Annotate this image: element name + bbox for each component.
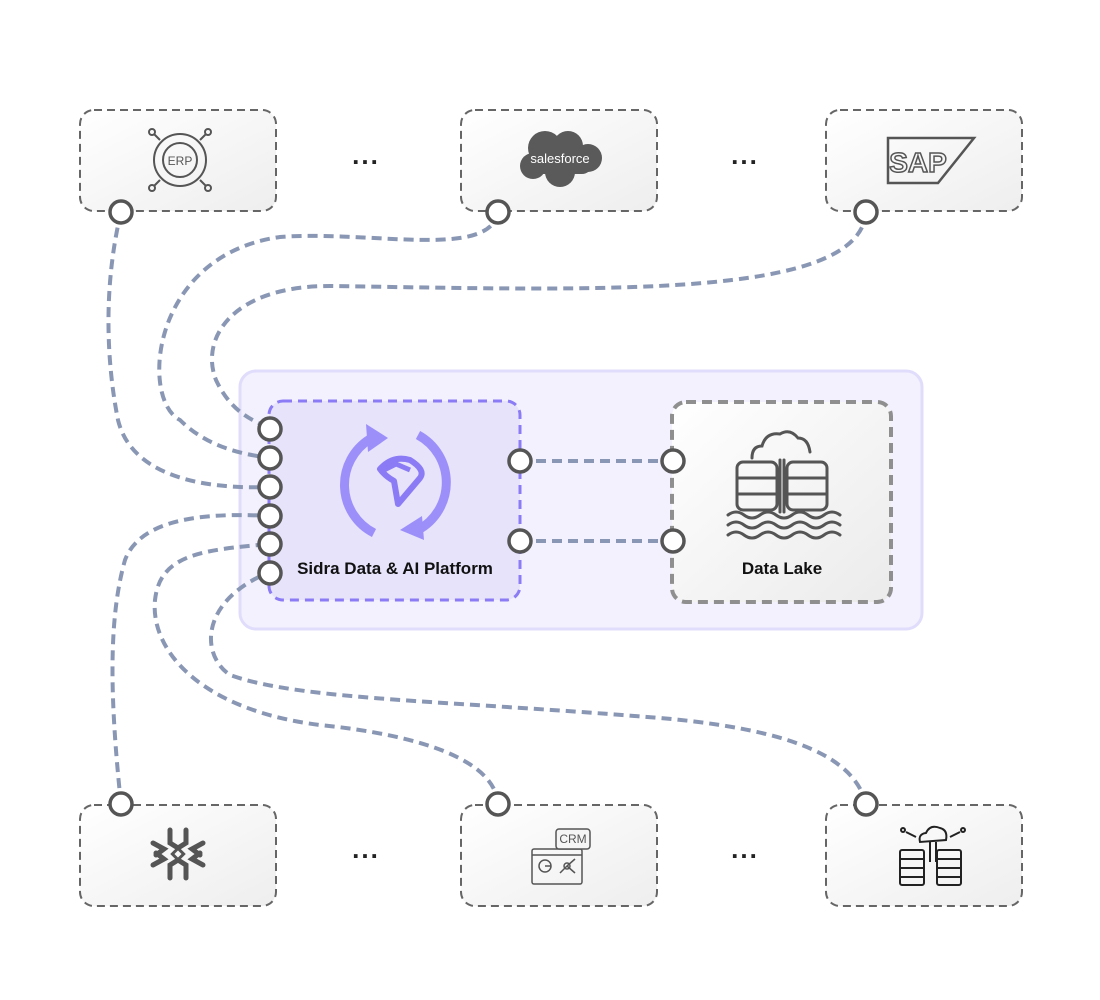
salesforce-cloud-icon: salesforce — [520, 131, 602, 187]
connector-cloud-servers-platform — [208, 570, 868, 805]
sidra-sync-icon — [339, 424, 451, 540]
platform-label: Sidra Data & AI Platform — [297, 559, 493, 578]
erp-gear-icon: ERP — [148, 128, 212, 192]
connector-salesforce-platform — [157, 211, 500, 460]
data-lake-icon — [726, 430, 842, 540]
datalake-in-port-1[interactable] — [660, 448, 686, 474]
platform-node[interactable]: Sidra Data & AI Platform — [267, 399, 522, 602]
crm-icon-label: CRM — [559, 832, 586, 846]
ellipsis-bottom-left: ... — [352, 834, 380, 864]
connector-sap-platform — [210, 211, 868, 430]
platform-out-port-2[interactable] — [507, 528, 533, 554]
ellipsis-top-left: ... — [352, 140, 380, 170]
platform-port-4[interactable] — [257, 503, 283, 529]
connector-erp-platform — [106, 211, 271, 490]
platform-port-1[interactable] — [257, 416, 283, 442]
cloud-servers-icon — [899, 825, 966, 886]
source-node-snowflake[interactable] — [79, 804, 277, 907]
data-lake-node[interactable]: Data Lake — [670, 400, 893, 604]
port-crm[interactable] — [485, 791, 511, 817]
platform-port-5[interactable] — [257, 531, 283, 557]
sap-logo-icon: SAP — [886, 136, 977, 185]
ellipsis-top-right: ... — [731, 140, 759, 170]
platform-port-3[interactable] — [257, 474, 283, 500]
sap-icon-label: SAP — [889, 147, 947, 178]
connector-snowflake-platform — [110, 513, 271, 805]
port-cloud-servers[interactable] — [853, 791, 879, 817]
port-salesforce[interactable] — [485, 199, 511, 225]
source-node-crm[interactable]: CRM — [460, 804, 658, 907]
platform-out-port-1[interactable] — [507, 448, 533, 474]
datalake-in-port-2[interactable] — [660, 528, 686, 554]
data-lake-label: Data Lake — [742, 559, 822, 578]
source-node-salesforce[interactable]: salesforce — [460, 109, 658, 212]
platform-port-2[interactable] — [257, 445, 283, 471]
crm-dashboard-icon: CRM — [531, 828, 591, 885]
port-sap[interactable] — [853, 199, 879, 225]
source-node-cloud-servers[interactable] — [825, 804, 1023, 907]
salesforce-icon-label: salesforce — [530, 151, 589, 166]
ellipsis-bottom-right: ... — [731, 834, 759, 864]
source-node-erp[interactable]: ERP — [79, 109, 277, 212]
port-snowflake[interactable] — [108, 791, 134, 817]
erp-icon-label: ERP — [168, 154, 193, 168]
source-node-sap[interactable]: SAP — [825, 109, 1023, 212]
platform-port-6[interactable] — [257, 560, 283, 586]
connectors — [106, 211, 868, 805]
connector-crm-platform — [152, 542, 500, 805]
snowflake-icon — [150, 827, 206, 881]
port-erp[interactable] — [108, 199, 134, 225]
